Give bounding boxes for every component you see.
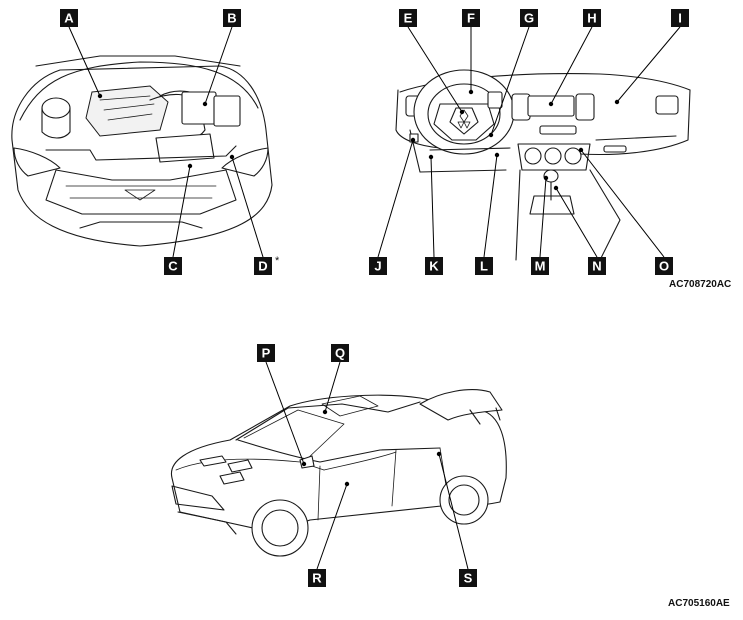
callout-label-s: S xyxy=(464,571,473,586)
callout-box-c xyxy=(164,257,182,275)
leader-line-k xyxy=(430,156,435,258)
figure-code-top: AC708720AC xyxy=(669,279,732,290)
leader-line-a xyxy=(68,26,101,97)
callout-label-h: H xyxy=(587,11,596,26)
callout-box-e xyxy=(399,9,417,27)
callout-leaders xyxy=(68,26,681,570)
callout-box-o xyxy=(655,257,673,275)
leader-dot-s xyxy=(436,451,442,457)
callout-label-g: G xyxy=(524,11,534,26)
leader-line-l xyxy=(483,154,498,258)
leader-dot-m xyxy=(543,175,549,181)
callout-label-o: O xyxy=(659,259,669,274)
leader-dot-r xyxy=(344,481,350,487)
leader-line-m xyxy=(539,177,547,258)
callout-box-h xyxy=(583,9,601,27)
callout-label-l: L xyxy=(480,259,488,274)
leader-dot-l xyxy=(494,152,500,158)
car-illustration xyxy=(170,389,507,557)
callout-box-i xyxy=(671,9,689,27)
leader-line-d xyxy=(231,156,264,258)
leader-line-b xyxy=(204,26,233,105)
dashboard-illustration xyxy=(395,69,691,261)
callout-box-q xyxy=(331,344,349,362)
callout-box-n xyxy=(588,257,606,275)
callout-box-r xyxy=(308,569,326,587)
leader-dot-j xyxy=(410,137,416,143)
leader-line-p xyxy=(265,361,305,465)
callout-box-j xyxy=(369,257,387,275)
leader-line-h xyxy=(550,26,593,105)
leader-dot-b xyxy=(202,101,208,107)
callout-box-k xyxy=(425,257,443,275)
leader-dot-o xyxy=(578,147,584,153)
callout-label-k: K xyxy=(429,259,439,274)
callout-label-r: R xyxy=(312,571,322,586)
leader-line-j xyxy=(377,139,414,258)
leader-dot-k xyxy=(428,154,434,160)
callout-tags: A B C D * E F G H I J K L M N O P Q R S xyxy=(60,9,689,587)
leader-dot-n xyxy=(553,185,559,191)
callout-label-n: N xyxy=(592,259,601,274)
callout-box-s xyxy=(459,569,477,587)
callout-label-c: C xyxy=(168,259,178,274)
callout-box-a xyxy=(60,9,78,27)
leader-line-i xyxy=(616,26,681,103)
callout-label-d: D xyxy=(258,259,267,274)
callout-label-a: A xyxy=(64,11,74,26)
callout-box-p xyxy=(257,344,275,362)
leader-dot-h xyxy=(548,101,554,107)
leader-dot-d xyxy=(229,154,235,160)
leader-dot-i xyxy=(614,99,620,105)
callout-label-e: E xyxy=(404,11,413,26)
leader-line-q xyxy=(324,361,341,413)
callout-label-i: I xyxy=(678,11,682,26)
leader-dot-p xyxy=(301,461,307,467)
callout-label-b: B xyxy=(227,11,236,26)
engine-bay-illustration xyxy=(11,55,273,247)
callout-box-f xyxy=(462,9,480,27)
callout-box-g xyxy=(520,9,538,27)
leader-line-n xyxy=(555,187,598,258)
callout-label-q: Q xyxy=(335,346,345,361)
leader-dot-f xyxy=(468,89,474,95)
callout-label-m: M xyxy=(535,259,546,274)
leader-dot-e xyxy=(459,109,465,115)
leader-dot-q xyxy=(322,409,328,415)
callout-box-d xyxy=(254,257,272,275)
leader-dot-g xyxy=(488,132,494,138)
callout-box-l xyxy=(475,257,493,275)
leader-line-r xyxy=(316,483,348,570)
leader-line-o xyxy=(580,149,665,258)
figure-code-bottom: AC705160AE xyxy=(668,598,730,609)
callout-box-b xyxy=(223,9,241,27)
callout-note-d: * xyxy=(275,255,280,267)
leader-dot-a xyxy=(97,93,103,99)
leader-line-e xyxy=(407,26,463,113)
callout-label-f: F xyxy=(467,11,475,26)
callout-label-p: P xyxy=(262,346,271,361)
leader-line-c xyxy=(172,165,191,258)
leader-line-s xyxy=(438,453,469,570)
callout-box-m xyxy=(531,257,549,275)
callout-label-j: J xyxy=(374,259,381,274)
leader-line-g xyxy=(490,26,530,136)
leader-dot-c xyxy=(187,163,193,169)
